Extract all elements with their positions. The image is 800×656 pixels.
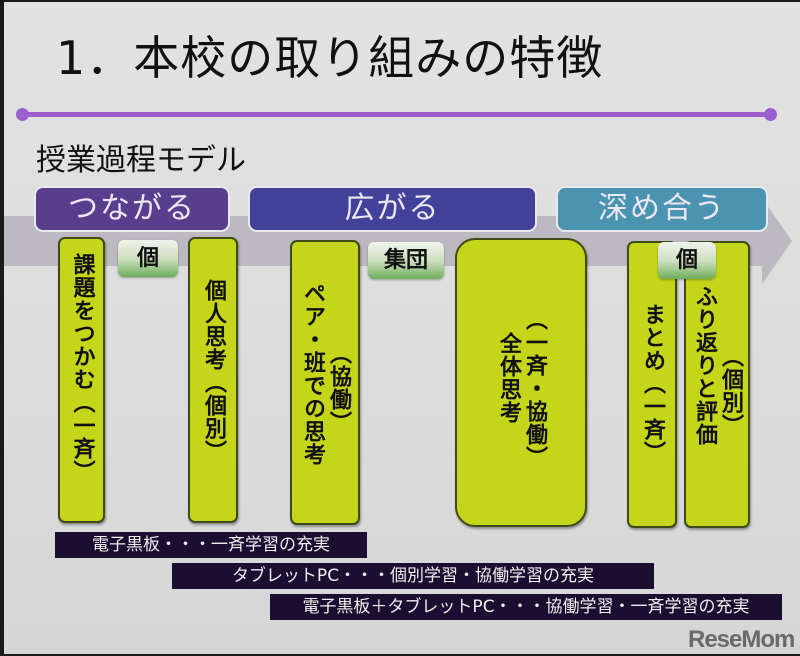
step-note-text: （個別） (718, 345, 743, 437)
step-main-text: 全体思考 (496, 332, 521, 424)
step-main-text: 課題をつかむ（一斉） (69, 253, 95, 483)
process-arrow-tip (762, 198, 792, 284)
step-note-text: （一斉・協働） (522, 308, 547, 469)
step-main-text: 個人思考（個別） (201, 279, 226, 463)
step-kojin-shikou: 個人思考（個別） (188, 237, 238, 523)
step-main-text: まとめ（一斉） (640, 303, 665, 464)
banner-tablet-pc: タブレットPC・・・個別学習・協働学習の充実 (172, 563, 654, 589)
slide-title: 1．本校の取り組みの特徴 (56, 31, 604, 85)
tag-individual-1: 個 (118, 240, 178, 277)
step-main-text: ふり返りと評価 (692, 285, 717, 446)
rule-right-dot (764, 108, 777, 121)
phase-hirogaru: 広がる (250, 188, 535, 230)
phase-tsunagaru: つながる (36, 188, 228, 230)
step-note-text: （協働） (326, 342, 351, 434)
step-matome: まとめ（一斉） (627, 241, 677, 528)
banner-blackboard-plus-tablet: 電子黒板＋タブレットPC・・・協働学習・一斉学習の充実 (270, 594, 782, 620)
resemom-watermark-logo: ReseMom (688, 626, 795, 653)
tag-individual-2: 個 (658, 242, 716, 279)
title-divider (18, 112, 770, 117)
step-kadai-wo-tsukamu: 課題をつかむ（一斉） (58, 237, 105, 523)
step-furikaeri-hyouka: （個別） ふり返りと評価 (684, 241, 750, 528)
tag-group: 集団 (368, 242, 444, 279)
step-pair-han-shikou: （協働） ペア・班での思考 (290, 240, 360, 525)
phase-fukameau: 深め合う (558, 188, 766, 230)
banner-electronic-blackboard: 電子黒板・・・一斉学習の充実 (55, 532, 367, 558)
step-zentai-shikou: （一斉・協働） 全体思考 (455, 238, 587, 527)
step-main-text: ペア・班での思考 (300, 282, 325, 466)
slide: 1．本校の取り組みの特徴 授業過程モデル つながる 広がる 深め合う 課題をつか… (4, 2, 800, 654)
section-subtitle: 授業過程モデル (36, 143, 246, 178)
